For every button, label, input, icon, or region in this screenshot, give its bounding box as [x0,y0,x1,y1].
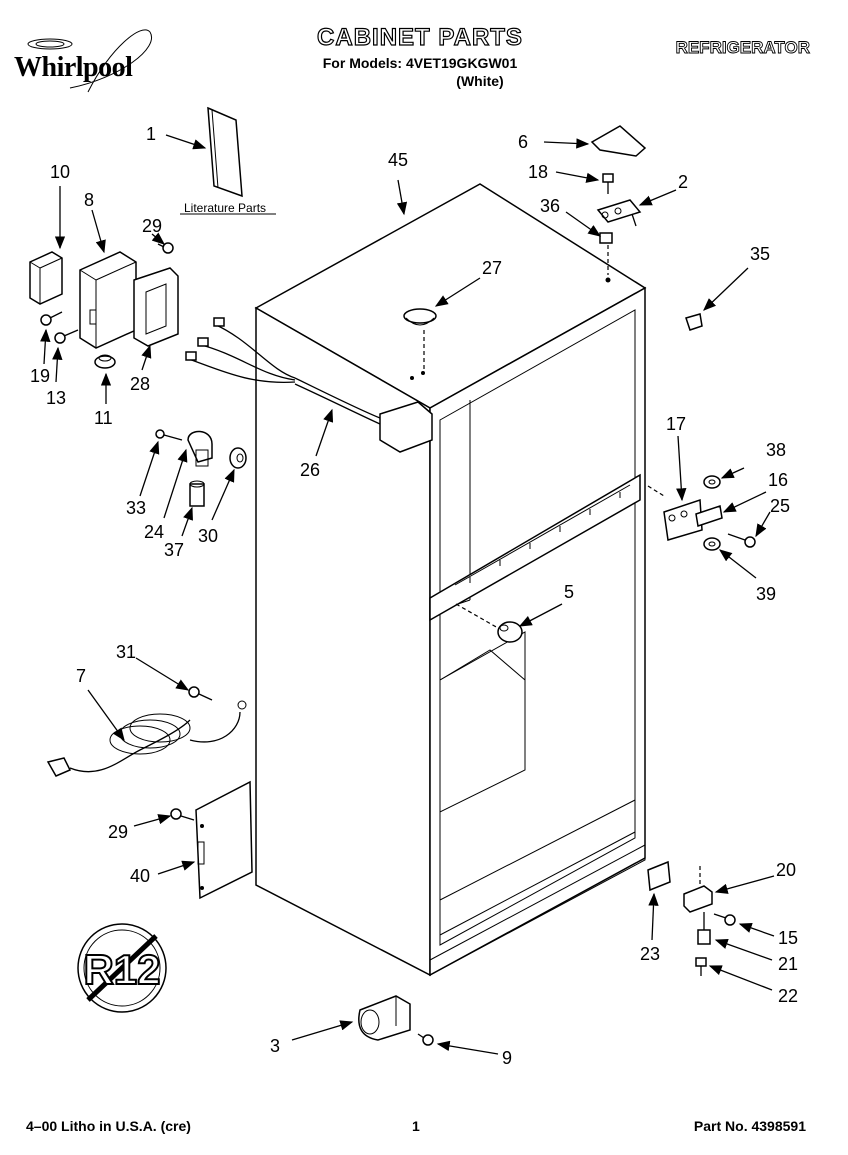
appliance-category: REFRIGERATOR [675,38,810,58]
door-stop [455,603,523,643]
center-hinge-pin [695,505,723,527]
leader-lines [40,134,775,1055]
literature-booklet [180,106,276,215]
callout-38: 38 [766,440,786,460]
callout-31: 31 [116,642,136,662]
callout-18: 18 [528,162,548,182]
screw-29-lower [170,808,195,821]
callout-21: 21 [778,954,798,974]
callout-17: 17 [666,414,686,434]
callout-19: 19 [30,366,50,386]
logo-swoosh-icon [27,29,153,93]
callout-37: 37 [164,540,184,560]
leg-screw [417,1033,434,1046]
hinge-screw-25 [727,533,756,548]
callout-29-lower: 29 [108,822,128,842]
callout-39: 39 [756,584,776,604]
callout-35: 35 [750,244,770,264]
part-number: Part No. 4398591 [693,1118,806,1134]
rear-bracket [195,780,253,900]
top-hole-plug [403,308,437,370]
top-hinge [596,199,642,227]
callout-10: 10 [50,162,70,182]
brand-name: Whirlpool [14,52,133,83]
callout-1: 1 [146,124,156,144]
literature-parts-label: Literature Parts [184,201,266,215]
cover-clip [133,267,179,347]
callout-36: 36 [540,196,560,216]
hinge-cover [590,125,647,157]
callout-23: 23 [640,944,660,964]
tube-screw [155,429,183,441]
callout-29-top: 29 [142,216,162,236]
rubber-grommet [94,354,116,369]
whirlpool-logo: Whirlpool [10,28,180,98]
side-plug [685,313,703,331]
bottom-hinge-bolt [695,957,707,976]
hinge-shim [599,232,613,275]
callout-labels: 1 2 3 5 6 7 8 9 10 11 13 15 16 17 18 19 … [30,124,798,1068]
page-title: CABINET PARTS [316,23,523,51]
leveling-leg [358,995,411,1041]
callout-33: 33 [126,498,146,518]
callout-22: 22 [778,986,798,1006]
screw-29-top [157,242,174,254]
print-info: 4–00 Litho in U.S.A. (cre) [26,1118,191,1134]
callout-28: 28 [130,374,150,394]
callout-25: 25 [770,496,790,516]
callout-6: 6 [518,132,528,152]
mullion-rail [429,473,641,622]
callout-5: 5 [564,582,574,602]
hinge-washer-39 [703,537,721,551]
bottom-hinge-pin [697,912,711,945]
screw-19 [40,311,63,326]
callout-20: 20 [776,860,796,880]
bottom-hinge-screw [713,913,736,926]
callout-24: 24 [144,522,164,542]
cabinet-outline [254,183,647,977]
power-cord [46,700,247,777]
hinge-screw [602,173,614,194]
callout-26: 26 [300,460,320,480]
model-numbers: For Models: 4VET19GKGW01 [322,55,518,71]
callout-16: 16 [768,470,788,490]
cord-screw [188,686,213,701]
r12-badge-text: R12 [83,946,160,993]
wire-harness [185,317,433,453]
callout-11: 11 [94,408,113,428]
center-hinge-bracket [663,498,703,541]
bottom-hinge [683,866,713,913]
callout-13: 13 [46,388,66,408]
screw-13 [54,329,79,344]
tube-grommet [229,447,247,469]
hinge-washer-38 [703,475,721,489]
compressor-cover [79,251,137,349]
bottom-hinge-shim [647,860,671,892]
callout-40: 40 [130,866,150,886]
callout-45: 45 [388,150,408,170]
relay-box [29,251,63,305]
r12-badge [77,923,167,1013]
callout-2: 2 [678,172,688,192]
callout-15: 15 [778,928,798,948]
tube-clamp [187,430,213,467]
tube-spacer [189,480,205,507]
model-color: (White) [456,73,504,89]
callout-30: 30 [198,526,218,546]
callout-9: 9 [502,1048,512,1068]
callout-27: 27 [482,258,502,278]
page-number: 1 [412,1118,420,1134]
callout-7: 7 [76,666,86,686]
callout-3: 3 [270,1036,280,1056]
callout-8: 8 [84,190,94,210]
